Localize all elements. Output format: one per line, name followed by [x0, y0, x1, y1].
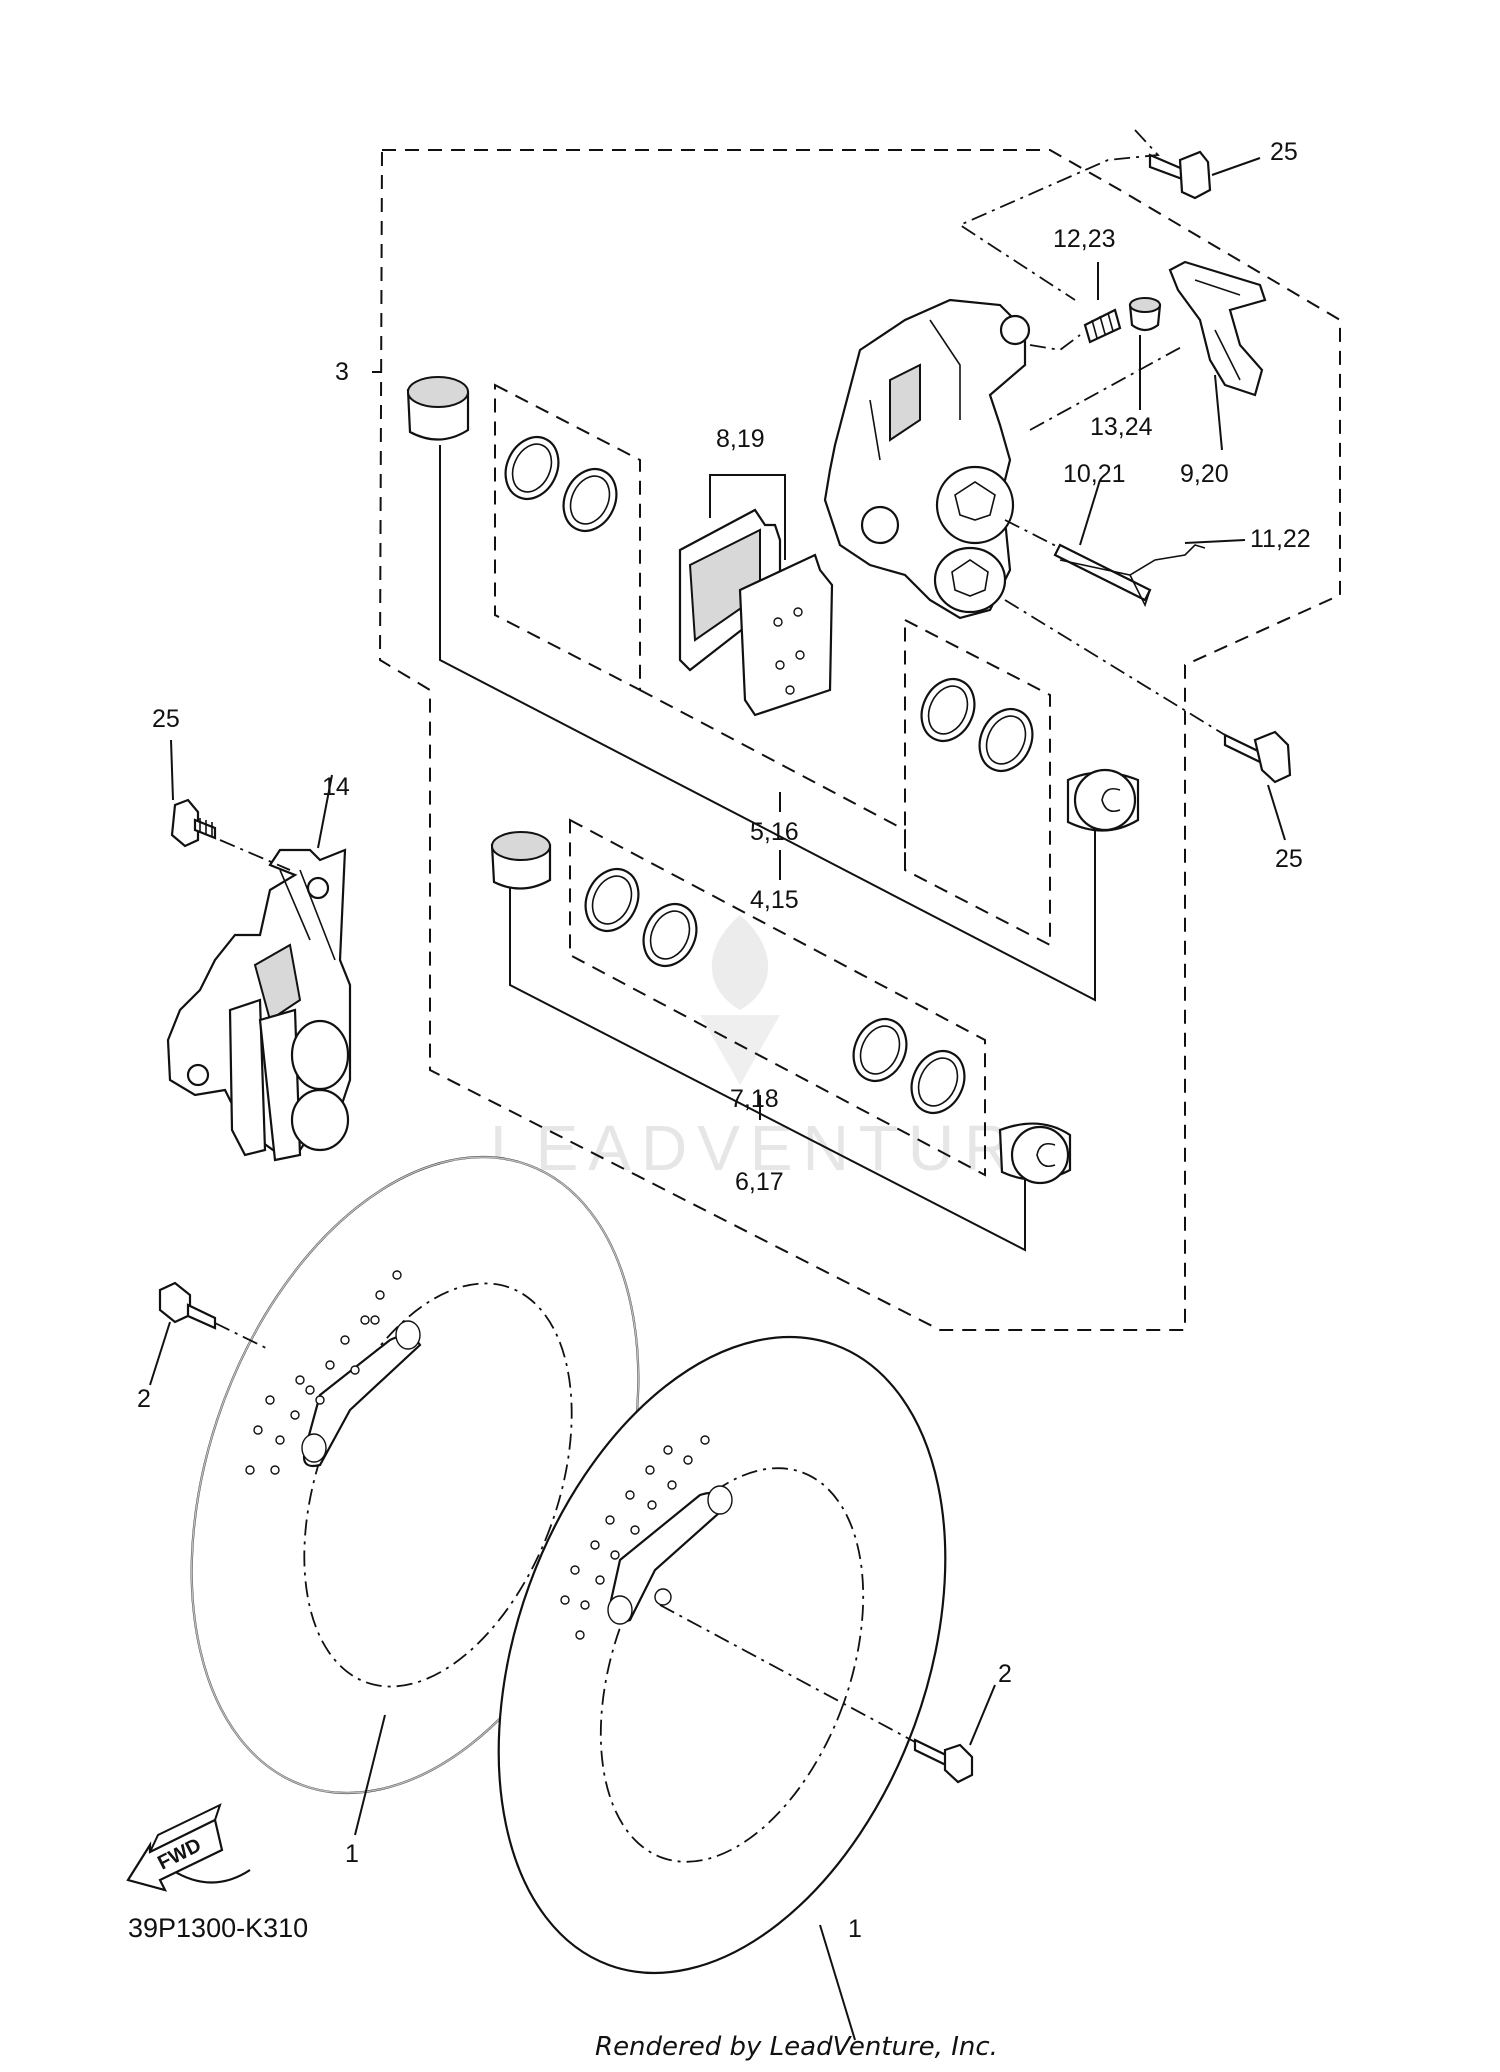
- piston-seals-middle: [584, 868, 966, 1114]
- bolt-top-right: [1148, 150, 1261, 200]
- caliper-body-main: [823, 298, 1031, 620]
- pin-clip: [1059, 539, 1246, 608]
- bleed-screw-axis: [1029, 334, 1081, 351]
- fwd-arrow-icon: FWD: [126, 1803, 224, 1892]
- disc-right-holes: [560, 1435, 710, 1640]
- label-3: 3: [335, 358, 349, 386]
- seal-group-box-top: [494, 383, 641, 692]
- bolt-right: [1223, 730, 1292, 841]
- caliper-assembly-left: [166, 774, 352, 1162]
- piston-lead-lines-lower: [509, 880, 1026, 1252]
- disc-bolt-right-axis: [659, 1604, 916, 1743]
- pad-pin: [1004, 479, 1152, 602]
- piston-top-left: [406, 376, 470, 441]
- label-1-left: 1: [345, 1840, 359, 1868]
- disc-bolt-left: [149, 1281, 217, 1386]
- cap-axis: [1029, 344, 1186, 431]
- label-2-right: 2: [998, 1660, 1012, 1688]
- label-25-left: 25: [152, 705, 180, 733]
- label-10-21: 10,21: [1063, 460, 1126, 488]
- piston-seals-right: [920, 678, 1034, 772]
- label-5-16: 5,16: [750, 818, 799, 846]
- disc-left-holes: [245, 1270, 402, 1475]
- piston-bottom-right: [998, 1122, 1072, 1185]
- top-bolt-axis: [958, 129, 1160, 301]
- label-9-20: 9,20: [1180, 460, 1229, 488]
- label-25-right: 25: [1275, 845, 1303, 873]
- brake-disc-right: [497, 1335, 947, 2041]
- bleed-screw: [1083, 262, 1122, 344]
- pad-spring: [1168, 260, 1267, 451]
- label-1-right-visible: 1: [848, 1915, 862, 1943]
- label-8-19: 8,19: [716, 425, 765, 453]
- brake-pads: [678, 474, 834, 717]
- piston-right: [1066, 768, 1140, 832]
- left-bolt-axis: [219, 839, 291, 871]
- label-6-17: 6,17: [735, 1168, 784, 1196]
- right-bolt-axis: [1004, 599, 1226, 736]
- watermark: LEADVENTURE: [490, 915, 1073, 1184]
- label-4-15: 4,15: [750, 886, 799, 914]
- seal-group-box-right: [904, 618, 1051, 947]
- disc-bolt-left-axis: [214, 1322, 271, 1351]
- label-12-23: 12,23: [1053, 225, 1116, 253]
- label-2-left: 2: [137, 1385, 151, 1413]
- bolt-left: [170, 739, 217, 848]
- seal-group-box-middle: [569, 818, 986, 1177]
- label-25-top: 25: [1270, 138, 1298, 166]
- bleed-cap: [1128, 297, 1162, 410]
- callout-labels: 25 12,23 3 8,19 13,24 9,20 10,21 11,22 2…: [137, 138, 1311, 1868]
- piston-seals-top: [504, 436, 618, 532]
- group-leaders: [372, 371, 781, 1120]
- watermark-text: LEADVENTURE: [490, 1112, 1073, 1184]
- caliper-assembly-outline: [378, 149, 1341, 1331]
- label-13-24: 13,24: [1090, 413, 1153, 441]
- diagram-code: 39P1300-K310: [128, 1913, 308, 1943]
- label-7-18: 7,18: [730, 1085, 779, 1113]
- label-14: 14: [322, 773, 350, 801]
- piston-middle: [490, 831, 552, 890]
- disc-bolt-right: [913, 1684, 996, 1784]
- piston-lead-lines: [439, 445, 1096, 1002]
- footer-credit: Rendered by LeadVenture, Inc.: [595, 2032, 998, 2062]
- pad-group-line: [639, 689, 906, 870]
- label-11-22: 11,22: [1250, 525, 1311, 553]
